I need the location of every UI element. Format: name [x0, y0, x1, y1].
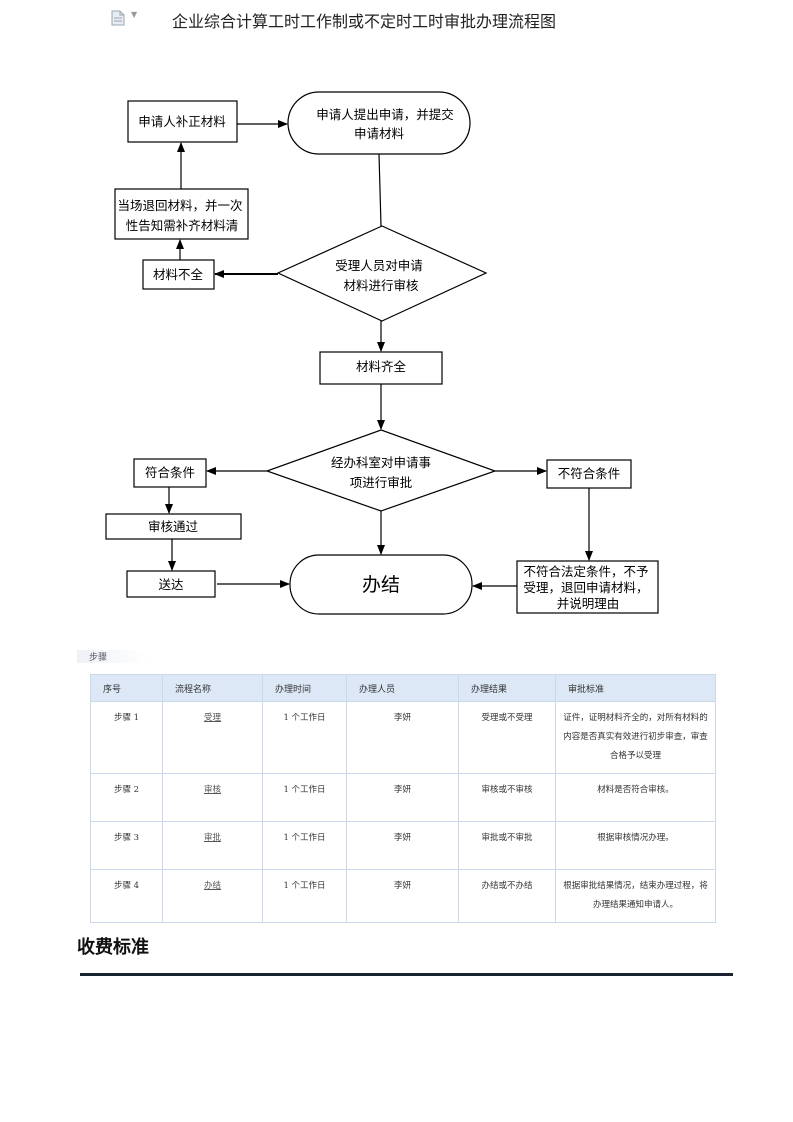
cell-standard: 材料是否符合审核。 [555, 773, 716, 822]
cell-standard: 证件，证明材料齐全的，对所有材料的内容是否真实有效进行初步审查，审查合格予以受理 [555, 701, 716, 774]
col-header-name: 流程名称 [162, 674, 263, 702]
label-passed: 审核通过 [148, 519, 199, 534]
page-title: 企业综合计算工时工作制或不定时工时审批办理流程图 [172, 12, 557, 31]
label-qualified: 符合条件 [145, 465, 195, 480]
section-divider [80, 973, 733, 976]
process-link[interactable]: 办结 [203, 881, 221, 891]
process-link[interactable]: 审核 [203, 785, 221, 795]
node-supplement [127, 100, 238, 143]
col-header-no: 序号 [90, 674, 163, 702]
node-return [114, 188, 249, 240]
label-complete: 材料齐全 [356, 359, 407, 374]
cell-person: 李妍 [346, 701, 459, 774]
table-row: 步骤 4 办结 1 个工作日 李妍 办结或不办结 根据审批结果情况，结束办理过程… [90, 869, 716, 923]
node-submit [287, 91, 471, 155]
node-reject [516, 560, 659, 614]
steps-label: 步骤 [77, 650, 149, 663]
document-icon [111, 10, 125, 26]
table-header-row: 序号 流程名称 办理时间 办理人员 办理结果 审批标准 [90, 674, 716, 702]
cell-result: 审核或不审核 [458, 773, 556, 822]
label-reject: 不符合法定条件，不予 受理，退回申请材料， 并说明理由 [524, 564, 653, 611]
label-review: 受理人员对申请 材料进行审核 [335, 258, 427, 293]
cell-standard: 根据审批结果情况，结束办理过程，将办理结果通知申请人。 [555, 869, 716, 923]
cell-person: 李妍 [346, 821, 459, 870]
line-submit-to-review [378, 153, 382, 227]
col-header-time: 办理时间 [262, 674, 347, 702]
cell-result: 审批或不审批 [458, 821, 556, 870]
label-return: 当场退回材料，并一次 性告知需补齐材料清 [118, 198, 247, 233]
node-qualified [133, 458, 207, 488]
label-submit: 申请人提出申请，并提交 申请材料 [316, 107, 458, 141]
cell-step-no: 步骤 4 [90, 869, 163, 923]
col-header-person: 办理人员 [346, 674, 459, 702]
cell-time: 1 个工作日 [262, 701, 347, 774]
label-incomplete: 材料不全 [153, 267, 204, 282]
cell-result: 受理或不受理 [458, 701, 556, 774]
cell-result: 办结或不办结 [458, 869, 556, 923]
cell-step-no: 步骤 1 [90, 701, 163, 774]
steps-table: 序号 流程名称 办理时间 办理人员 办理结果 审批标准 步骤 1 受理 1 个工… [90, 674, 716, 923]
cell-time: 1 个工作日 [262, 773, 347, 822]
cell-standard: 根据审核情况办理。 [555, 821, 716, 870]
cell-person: 李妍 [346, 773, 459, 822]
table-row: 步骤 2 审核 1 个工作日 李妍 审核或不审核 材料是否符合审核。 [90, 773, 716, 822]
node-passed [105, 513, 242, 540]
flowchart: 申请人补正材料 申请人提出申请，并提交 申请材料 当场退回材料，并一次 性告知需… [105, 91, 659, 615]
node-unqualified [546, 459, 632, 489]
node-deliver [126, 570, 216, 598]
fee-section-title: 收费标准 [77, 937, 149, 958]
table-row: 步骤 3 审批 1 个工作日 李妍 审批或不审批 根据审核情况办理。 [90, 821, 716, 870]
label-approve: 经办科室对申请事 项进行审批 [331, 455, 435, 490]
node-incomplete [142, 259, 215, 290]
cell-time: 1 个工作日 [262, 869, 347, 923]
cell-step-no: 步骤 2 [90, 773, 163, 822]
process-link[interactable]: 审批 [203, 833, 221, 843]
node-review [276, 225, 488, 322]
cell-time: 1 个工作日 [262, 821, 347, 870]
cell-step-no: 步骤 3 [90, 821, 163, 870]
cell-person: 李妍 [346, 869, 459, 923]
label-supplement: 申请人补正材料 [138, 114, 226, 129]
chevron-down-icon[interactable]: ▼ [131, 10, 138, 19]
table-row: 步骤 1 受理 1 个工作日 李妍 受理或不受理 证件，证明材料齐全的，对所有材… [90, 701, 716, 774]
label-unqualified: 不符合条件 [558, 466, 621, 481]
label-done: 办结 [362, 574, 400, 596]
node-approve [265, 429, 497, 512]
label-deliver: 送达 [158, 577, 184, 592]
col-header-standard: 审批标准 [555, 674, 716, 702]
process-link[interactable]: 受理 [203, 713, 221, 723]
col-header-result: 办理结果 [458, 674, 556, 702]
